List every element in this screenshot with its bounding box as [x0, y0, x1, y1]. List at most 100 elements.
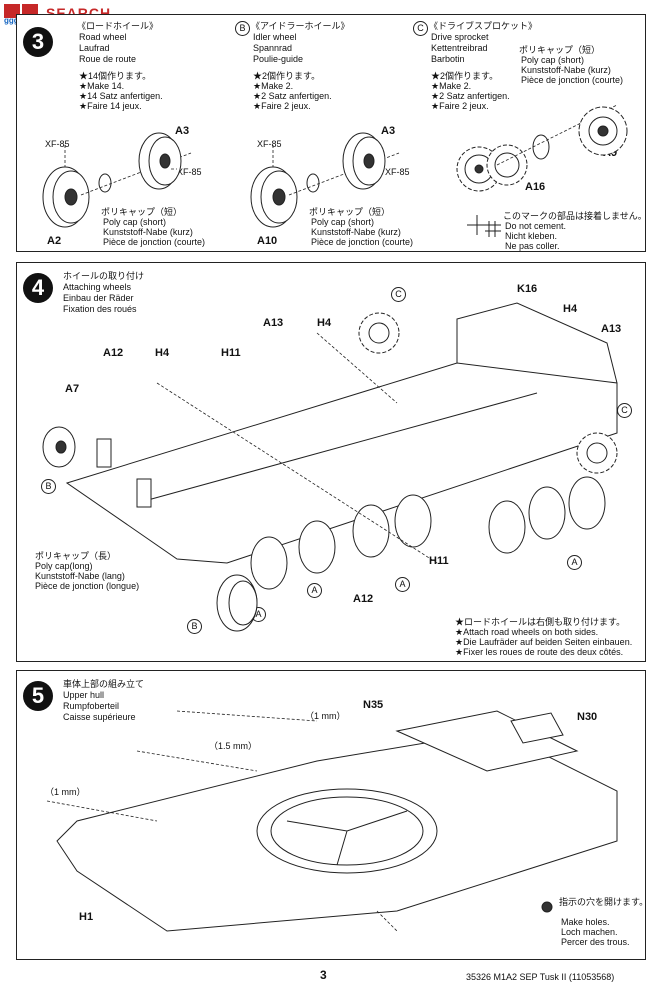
road-wheel-polycap-jp: ポリキャップ（短）: [101, 207, 183, 217]
sprocket-make-en: ★Make 2.: [431, 81, 472, 91]
sprocket-polycap-en: Poly cap (short): [521, 55, 585, 65]
step4-note-fr: ★Fixer les roues de route des deux côtés…: [455, 647, 624, 657]
sprocket-part-a16: A16: [525, 181, 546, 193]
idler-make-jp: ★2個作ります。: [253, 71, 321, 81]
drill-hole-icon: [541, 901, 553, 913]
road-wheel-part-a2: A2: [47, 235, 62, 247]
step4-part-a12-bottom: A12: [353, 593, 374, 605]
no-cement-icon: [485, 221, 501, 237]
idler-title-fr: Poulie-guide: [253, 54, 304, 64]
idler-polycap-fr: Pièce de jonction (courte): [311, 237, 414, 247]
step4-polycap-en: Poly cap(long): [35, 561, 93, 571]
step5-title-en: Upper hull: [63, 690, 105, 700]
step4-part-a13-right: A13: [601, 323, 622, 335]
road-wheel-title-jp: 《ロードホイール》: [77, 21, 159, 31]
step5-drill-15mm: （1.5 mm）: [209, 741, 258, 751]
step4-hull-drawing: [42, 302, 618, 632]
road-wheel-polycap-de: Kunststoff-Nabe (kurz): [103, 227, 193, 237]
sprocket-make-jp: ★2個作ります。: [431, 71, 499, 81]
step4-marker-b-left: B: [41, 479, 56, 494]
step4-part-a13-left: A13: [263, 317, 284, 329]
no-cement-mark: [467, 215, 487, 235]
sprocket-marker-c: C: [413, 21, 428, 36]
step4-title-de: Einbau der Räder: [63, 293, 134, 303]
idler-title-de: Spannrad: [253, 43, 293, 53]
step4-note-de: ★Die Laufräder auf beiden Seiten einbaue…: [455, 637, 633, 647]
step5-holes-jp: 指示の穴を開けます。: [559, 897, 649, 907]
road-wheel-paint-right: XF-85: [177, 167, 202, 177]
idler-marker-b: B: [235, 21, 250, 36]
step3-number: 3: [23, 27, 53, 57]
step4-title-en: Attaching wheels: [63, 282, 132, 292]
step4-polycap-jp: ポリキャップ（長）: [35, 551, 117, 561]
step4-marker-b-bottom: B: [187, 619, 202, 634]
step5-number: 5: [23, 681, 53, 711]
sprocket-title-fr: Barbotin: [431, 54, 465, 64]
sprocket-nocement-jp: このマークの部品は接着しません。: [503, 211, 647, 221]
idler-title-jp: 《アイドラーホイール》: [251, 21, 350, 31]
step4-marker-a-2: A: [307, 583, 322, 598]
sprocket-title-en: Drive sprocket: [431, 32, 489, 42]
road-wheel-title-de: Laufrad: [79, 43, 110, 53]
step5-title-fr: Caisse supérieure: [63, 712, 136, 722]
road-wheel-make-jp: ★14個作ります。: [79, 71, 152, 81]
step4-marker-a-4: A: [567, 555, 582, 570]
step4-marker-a-3: A: [395, 577, 410, 592]
step4-note-jp: ★ロードホイールは右側も取り付けます。: [455, 617, 626, 627]
step5-holes-de: Loch machen.: [561, 927, 618, 937]
step4-title-jp: ホイールの取り付け: [63, 271, 145, 281]
sprocket-make-fr: ★Faire 2 jeux.: [431, 101, 489, 111]
road-wheel-make-fr: ★Faire 14 jeux.: [79, 101, 142, 111]
idler-paint-top: XF-85: [257, 139, 282, 149]
step5-drill-1mm-a: （1 mm）: [305, 711, 346, 721]
step4-part-a12-top: A12: [103, 347, 124, 359]
road-wheel-polycap-en: Poly cap (short): [103, 217, 167, 227]
road-wheel-paint-top: XF-85: [45, 139, 70, 149]
idler-paint-right: XF-85: [385, 167, 410, 177]
step4-part-k16: K16: [517, 283, 538, 295]
idler-title-en: Idler wheel: [253, 32, 297, 42]
step4-part-h4-mid: H4: [317, 317, 332, 329]
sprocket-polycap-fr: Pièce de jonction (courte): [521, 75, 624, 85]
step5-title-jp: 車体上部の組み立て: [63, 679, 145, 689]
idler-make-fr: ★Faire 2 jeux.: [253, 101, 311, 111]
sprocket-make-de: ★2 Satz anfertigen.: [431, 91, 510, 101]
sprocket-drawing: [456, 104, 628, 235]
step4-marker-c-top: C: [391, 287, 406, 302]
step5-part-h1: H1: [79, 911, 94, 923]
idler-part-a10: A10: [257, 235, 278, 247]
idler-wheel-drawing: [250, 132, 400, 228]
step5-title-de: Rumpfoberteil: [63, 701, 120, 711]
road-wheel-part-a3: A3: [175, 125, 190, 137]
step3-panel: 3 《ロードホイール》 Road wheel Laufrad Roue de r…: [16, 14, 647, 252]
step4-note-en: ★Attach road wheels on both sides.: [455, 627, 599, 637]
road-wheel-title-fr: Roue de route: [79, 54, 137, 64]
step4-part-h11-bottom: H11: [429, 555, 449, 567]
step5-panel: 5 車体上部の組み立て Upper hull Rumpfoberteil Cai…: [16, 670, 649, 960]
step4-polycap-fr: Pièce de jonction (longue): [35, 581, 140, 591]
idler-part-a3: A3: [381, 125, 396, 137]
step4-part-a7: A7: [65, 383, 80, 395]
idler-polycap-jp: ポリキャップ（短）: [309, 207, 391, 217]
step5-holes-fr: Percer des trous.: [561, 937, 630, 947]
sprocket-nocement-de: Nicht kleben.: [505, 231, 558, 241]
page-number: 3: [320, 968, 327, 982]
idler-polycap-de: Kunststoff-Nabe (kurz): [311, 227, 401, 237]
sprocket-nocement-fr: Ne pas coller.: [505, 241, 560, 251]
sprocket-title-jp: 《ドライブスプロケット》: [429, 21, 538, 31]
step5-drill-1mm-b: （1 mm）: [45, 787, 86, 797]
step4-title-fr: Fixation des roués: [63, 304, 137, 314]
step5-upper-hull-drawing: [46, 710, 618, 932]
step4-part-h4-left: H4: [155, 347, 170, 359]
idler-make-de: ★2 Satz anfertigen.: [253, 91, 332, 101]
idler-make-en: ★Make 2.: [253, 81, 294, 91]
sprocket-title-de: Kettentreibrad: [431, 43, 488, 53]
road-wheel-make-de: ★14 Satz anfertigen.: [79, 91, 163, 101]
road-wheel-polycap-fr: Pièce de jonction (courte): [103, 237, 206, 247]
step4-polycap-de: Kunststoff-Nabe (lang): [35, 571, 125, 581]
step5-holes-en: Make holes.: [561, 917, 610, 927]
sprocket-polycap-de: Kunststoff-Nabe (kurz): [521, 65, 611, 75]
step4-number: 4: [23, 273, 53, 303]
product-code: 35326 M1A2 SEP Tusk II (11053568): [466, 972, 615, 982]
step4-part-h4-right: H4: [563, 303, 578, 315]
